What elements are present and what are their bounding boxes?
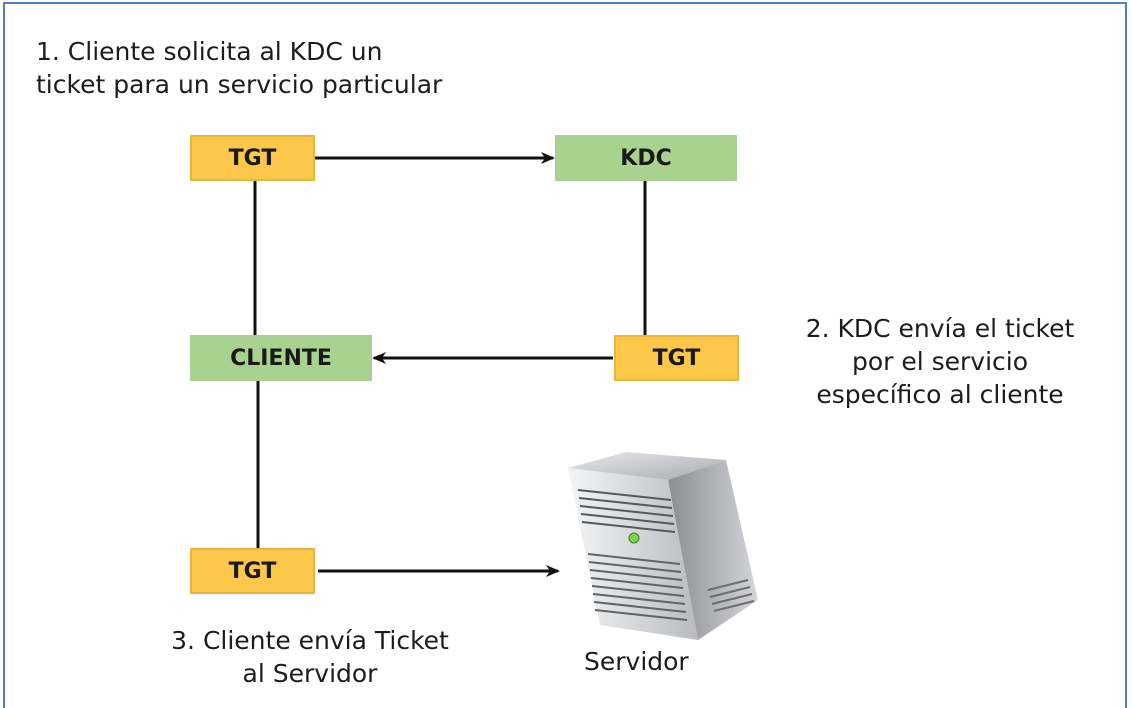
step-2-label: 2. KDC envía el ticket por el servicio e… [770,312,1110,411]
step-1-line-2: ticket para un servicio particular [36,70,443,99]
server-label: Servidor [584,647,689,676]
step-3-line-1: 3. Cliente envía Ticket [171,626,449,655]
step-2-line-3: específico al cliente [816,380,1064,409]
cliente-node: CLIENTE [190,335,372,381]
tgt-node-top: TGT [190,135,315,181]
step-1-line-1: 1. Cliente solicita al KDC un [36,37,383,66]
step-3-line-2: al Servidor [242,659,378,688]
tgt-node-right: TGT [614,335,739,381]
kdc-node: KDC [555,135,737,181]
server-tower-icon [568,452,758,640]
step-2-line-2: por el servicio [851,347,1029,376]
tgt-node-bottom: TGT [190,548,315,594]
diagram-frame [3,2,1127,708]
step-2-line-1: 2. KDC envía el ticket [805,314,1075,343]
step-1-label: 1. Cliente solicita al KDC un ticket par… [36,35,442,101]
step-3-label: 3. Cliente envía Ticket al Servidor [140,624,480,690]
